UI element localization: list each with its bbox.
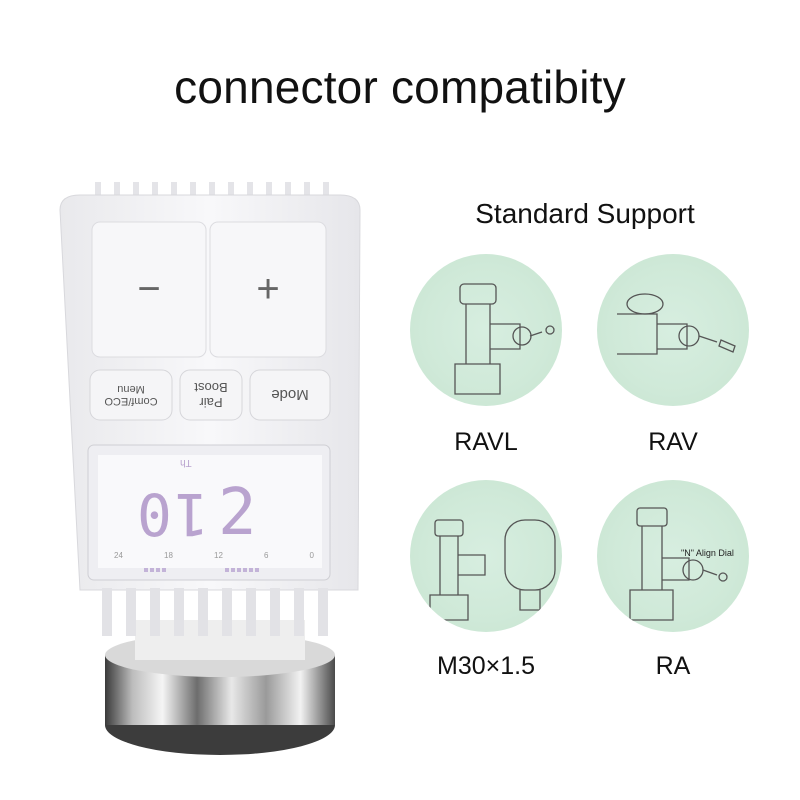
boost-pair-button[interactable]: Pair Boost [180, 370, 242, 420]
ravl-label: RAVL [454, 428, 518, 456]
lcd-th-label: Th [180, 457, 192, 468]
ra-valve-drawing: "N" Align Dial [597, 480, 749, 632]
lcd-scale-6: 6 [264, 551, 269, 560]
boost-label: Boost [194, 380, 228, 395]
rav-label: RAV [648, 428, 698, 456]
m30-label: M30×1.5 [437, 652, 535, 680]
lcd-scale-12: 12 [214, 551, 223, 560]
comf-eco-bottom-label: Comf/ECO [104, 395, 158, 407]
comf-eco-button[interactable]: Comf/ECO Menu [90, 370, 172, 420]
rav-valve-drawing [597, 254, 749, 406]
lcd-scale-0: 0 [309, 551, 314, 560]
align-dial-note: "N" Align Dial [681, 548, 734, 558]
plus-label: + [256, 267, 280, 311]
plus-button[interactable]: + [210, 222, 326, 357]
pair-label: Pair [199, 395, 223, 410]
m30-valve-drawing [410, 480, 562, 632]
page-title: connector compatibity [174, 61, 626, 113]
ra-label: RA [655, 652, 691, 680]
lcd-scale-24: 24 [114, 551, 123, 560]
lcd-scale: 24 18 12 6 0 [114, 551, 314, 560]
thermostat-device: − + Comf/ECO Menu Pair Boost Mode Th 10 … [40, 170, 400, 770]
mode-label: Mode [271, 386, 309, 404]
minus-button[interactable]: − [92, 222, 206, 357]
lcd-big-digit: 2 [218, 476, 257, 550]
minus-label: − [137, 267, 161, 311]
comf-eco-top-label: Menu [117, 383, 145, 395]
lcd-scale-18: 18 [164, 551, 173, 560]
mode-button[interactable]: Mode [250, 370, 330, 420]
lcd-small-digits: 10 [135, 480, 209, 548]
standard-support-heading: Standard Support [475, 198, 695, 229]
ravl-valve-drawing [410, 254, 562, 406]
